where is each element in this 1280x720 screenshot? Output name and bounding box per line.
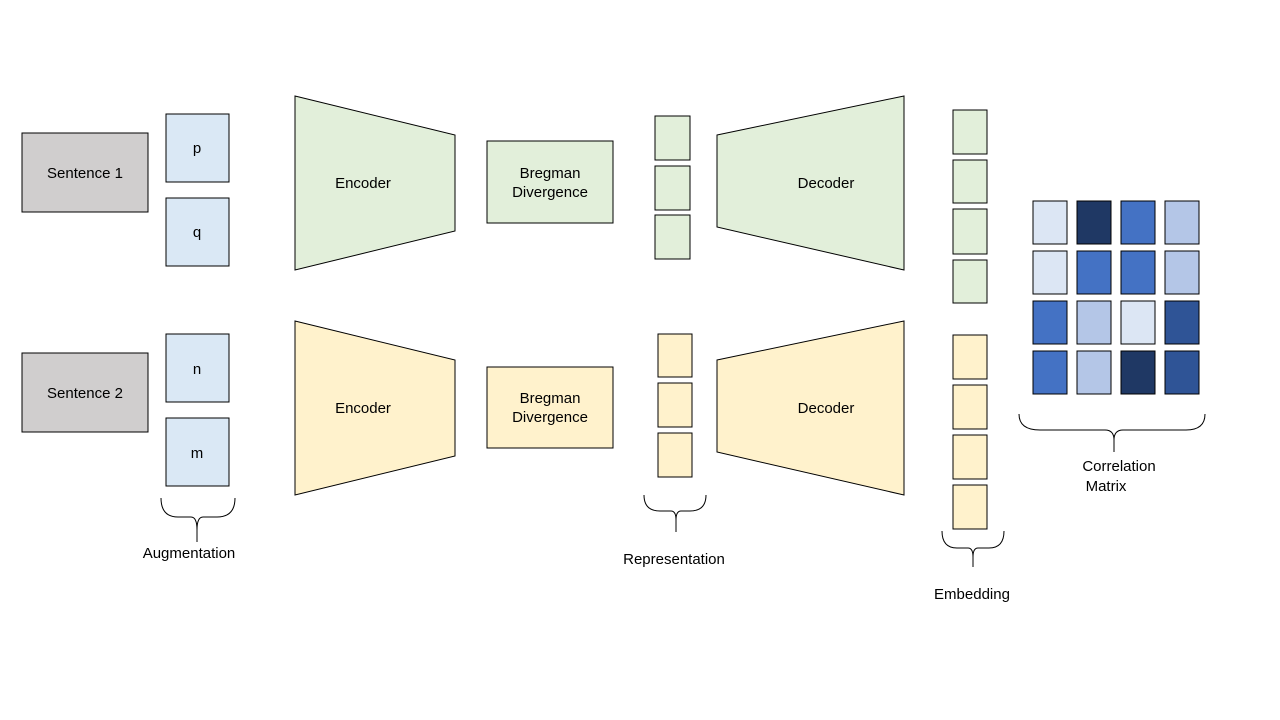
augmentation-label-p: p: [193, 140, 201, 157]
augmentation-label-q: q: [193, 224, 201, 241]
embedding-brace: [941, 530, 1005, 567]
correlation-brace: [1018, 413, 1206, 452]
encoder-bottom-shape: [294, 320, 456, 496]
representation-top-cell: [654, 214, 691, 260]
correlation-cell: [1120, 300, 1156, 345]
representation-brace: [643, 494, 707, 532]
correlation-cell: [1032, 300, 1068, 345]
representation-bottom-cell: [657, 382, 693, 428]
augmentation-box-n: [165, 333, 230, 403]
bregman-top-line1: Bregman: [520, 165, 581, 182]
correlation-caption-line1: Correlation: [1082, 458, 1155, 475]
encoder-top-shape: [294, 95, 456, 271]
embedding-top-cell: [952, 159, 988, 204]
correlation-cell: [1076, 300, 1112, 345]
correlation-cell: [1032, 200, 1068, 245]
correlation-cell: [1032, 250, 1068, 295]
correlation-cell: [1032, 350, 1068, 395]
encoder-top-label: Encoder: [335, 175, 391, 192]
sentence-2-label: Sentence 2: [47, 385, 123, 402]
representation-bottom-cell: [657, 333, 693, 378]
embedding-top-cell: [952, 208, 988, 255]
correlation-cell: [1076, 250, 1112, 295]
bregman-bottom-box: [486, 366, 614, 449]
embedding-bottom-cell: [952, 484, 988, 530]
correlation-cell: [1164, 300, 1200, 345]
encoder-bottom-label: Encoder: [335, 400, 391, 417]
augmentation-label-n: n: [193, 361, 201, 378]
representation-top-cell: [654, 115, 691, 161]
correlation-cell: [1164, 250, 1200, 295]
representation-caption: Representation: [623, 551, 725, 568]
sentence-1-label: Sentence 1: [47, 165, 123, 182]
bregman-top-box: [486, 140, 614, 224]
augmentation-caption: Augmentation: [143, 545, 236, 562]
embedding-top-cell: [952, 109, 988, 155]
augmentation-box-q: [165, 197, 230, 267]
correlation-cell: [1164, 200, 1200, 245]
decoder-top-label: Decoder: [798, 175, 855, 192]
augmentation-brace: [160, 497, 236, 542]
embedding-bottom-cell: [952, 334, 988, 380]
representation-top-cell: [654, 165, 691, 211]
correlation-cell: [1076, 200, 1112, 245]
bregman-bottom-line1: Bregman: [520, 390, 581, 407]
correlation-cell: [1076, 350, 1112, 395]
correlation-cell: [1164, 350, 1200, 395]
correlation-matrix: [1032, 200, 1200, 395]
sentence-2-box: [21, 352, 149, 433]
augmentation-box-p: [165, 113, 230, 183]
representation-bottom-cell: [657, 432, 693, 478]
embedding-bottom-cell: [952, 384, 988, 430]
decoder-top-shape: [716, 95, 905, 271]
decoder-bottom-shape: [716, 320, 905, 496]
correlation-caption-line2: Matrix: [1086, 478, 1127, 495]
embedding-top-cell: [952, 259, 988, 304]
bregman-top-line2: Divergence: [512, 184, 588, 201]
correlation-cell: [1120, 200, 1156, 245]
correlation-cell: [1120, 350, 1156, 395]
sentence-1-box: [21, 132, 149, 213]
decoder-bottom-label: Decoder: [798, 400, 855, 417]
embedding-bottom-cell: [952, 434, 988, 480]
correlation-cell: [1120, 250, 1156, 295]
bregman-bottom-line2: Divergence: [512, 409, 588, 426]
augmentation-box-m: [165, 417, 230, 487]
augmentation-label-m: m: [191, 445, 204, 462]
embedding-caption: Embedding: [934, 586, 1010, 603]
